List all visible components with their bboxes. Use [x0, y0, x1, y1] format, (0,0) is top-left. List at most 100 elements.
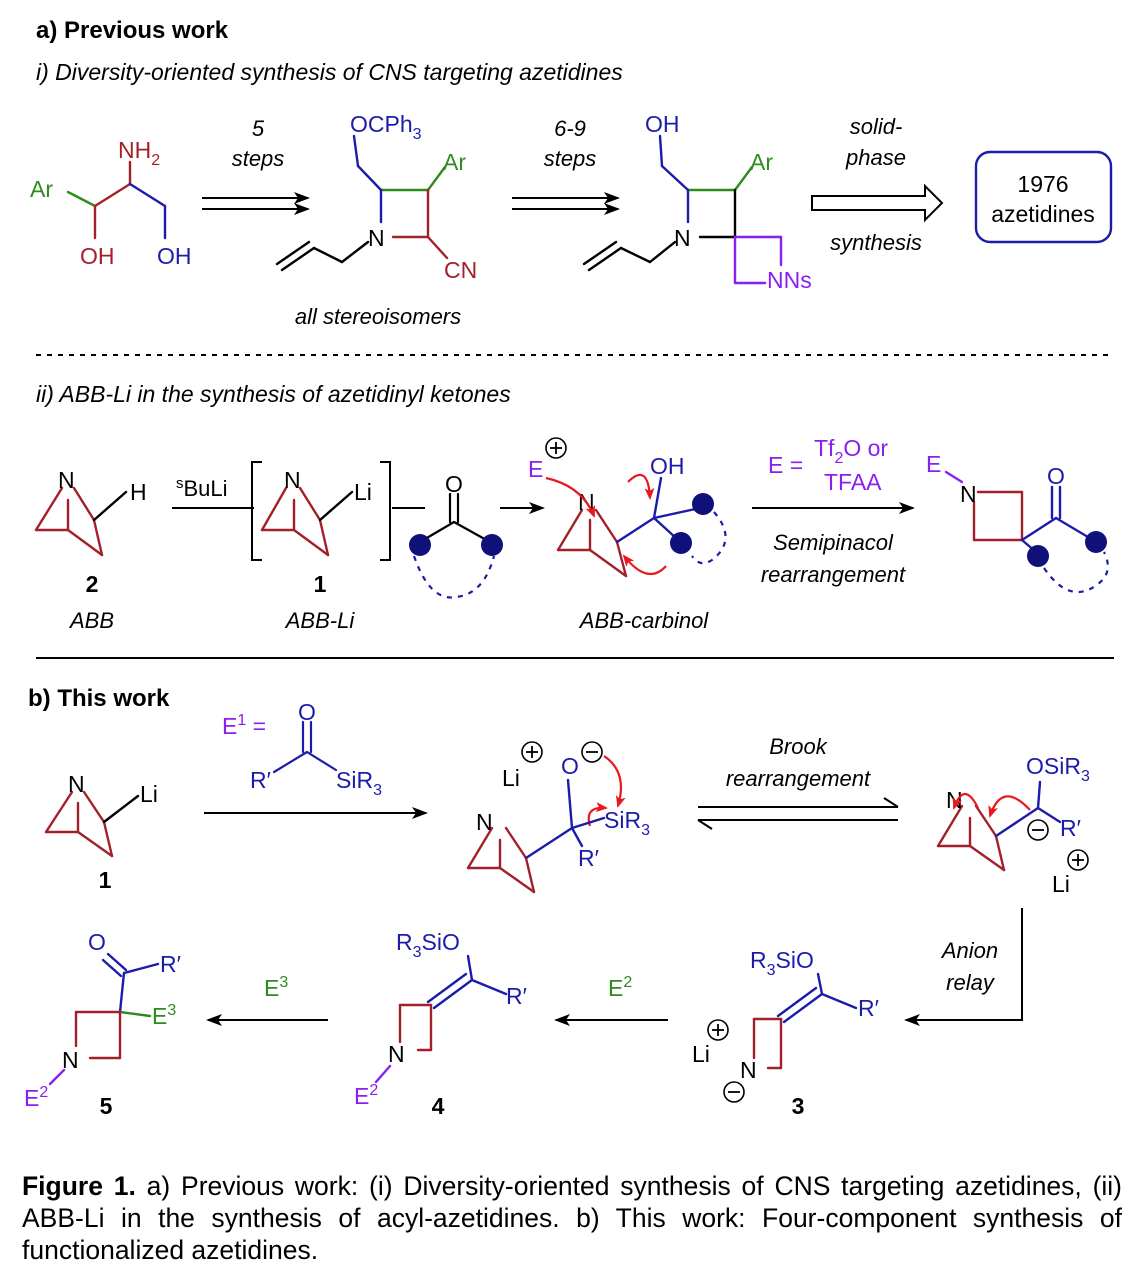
figure-scheme: a) Previous work i) Diversity-oriented s… [24, 17, 1114, 1119]
compound-3-number: 3 [792, 1093, 805, 1119]
abbli-li-label: Li [354, 479, 372, 505]
substituent-dot [1027, 545, 1049, 567]
panel-a-subheading-i: i) Diversity-oriented synthesis of CNS t… [36, 59, 623, 85]
arrow3-top-label-1: solid- [850, 114, 903, 139]
alkoxide-o-label: O [561, 753, 579, 779]
curved-arrow-red [988, 795, 1031, 818]
substituent-dot [670, 532, 692, 554]
ring-dashes [1043, 551, 1109, 594]
arrow-5-steps [202, 192, 310, 215]
c5-o-label: O [88, 929, 106, 955]
alkoxide-n-label: N [476, 809, 493, 835]
int1-n-label: N [368, 225, 385, 251]
b-abbli-n-label: N [68, 771, 85, 797]
alkoxide-r-label: R′ [578, 845, 599, 871]
compound-3-structure [752, 972, 858, 1070]
abb-structure [34, 486, 128, 557]
caption-text: a) Previous work: (i) Diversity-oriented… [22, 1171, 1122, 1265]
ketone-o-label: O [445, 471, 463, 497]
anion-relay-label-1: Anion [940, 938, 998, 963]
result-box [974, 150, 1113, 244]
substituent-dot [692, 493, 714, 515]
compound-2-number: 2 [86, 571, 99, 597]
product-e-label: E [926, 451, 941, 477]
arrow3-bottom-label: synthesis [830, 230, 922, 255]
abbli-n-label: N [284, 467, 301, 493]
arrow3-top-label-2: phase [845, 145, 906, 170]
curved-arrow-red [622, 554, 667, 576]
abb-h-label: H [130, 479, 147, 505]
tf2o-label: Tf2O or [814, 435, 888, 467]
all-stereoisomers-label: all stereoisomers [295, 304, 461, 329]
acylsilane-r-label: R′ [250, 767, 271, 793]
c3-li-label: Li [692, 1041, 710, 1067]
substituent-dot [409, 534, 431, 556]
nh2-label: NH2 [118, 137, 160, 169]
minus-charge-icon [581, 741, 603, 763]
compound-4-structure [374, 954, 508, 1084]
b-compound-1-number: 1 [99, 867, 112, 893]
azetidine-intermediate-1 [275, 134, 449, 272]
compound-5-structure [48, 952, 160, 1086]
carbanion-r-label: R′ [1060, 815, 1081, 841]
ocph3-label: OCPh3 [350, 111, 422, 143]
plus-charge-icon [1067, 849, 1089, 871]
plus-charge-icon [707, 1019, 729, 1041]
sbuli-label: sBuLi [176, 475, 228, 501]
alkoxide-sir3-label: SiR3 [604, 807, 650, 839]
arrow2-top-label: 6-9 [554, 116, 586, 141]
carbanion-osir3-label: OSiR3 [1026, 753, 1090, 785]
e-equals-label: E = [768, 452, 803, 478]
abb-carbinol-structure [556, 476, 702, 578]
arrow2-bottom-label: steps [544, 146, 597, 171]
int2-n-label: N [674, 225, 691, 251]
alkoxide-li-label: Li [502, 765, 520, 791]
acylsilane-structure [272, 720, 338, 774]
arrow1-top-label: 5 [252, 116, 265, 141]
abb-n-label: N [58, 467, 75, 493]
curved-arrow-red [545, 476, 596, 518]
substituent-dot [1085, 531, 1107, 553]
b-abbli-li-label: Li [140, 781, 158, 807]
minus-charge-icon [1027, 819, 1049, 841]
compound-1-number: 1 [314, 571, 327, 597]
result-label: azetidines [991, 201, 1095, 227]
oh-label-blue: OH [157, 243, 192, 269]
panel-a-subheading-ii: ii) ABB-Li in the synthesis of azetidiny… [36, 381, 511, 407]
e1-label: E1 = [222, 712, 266, 739]
compound-4-number: 4 [432, 1093, 445, 1119]
brook-label-2: rearrangement [726, 766, 871, 791]
c5-n-label: N [62, 1047, 79, 1073]
substituent-dot [481, 534, 503, 556]
e2-arrow-label: E2 [608, 974, 632, 1001]
compound-2-name: ABB [68, 608, 114, 633]
anion-relay-label-2: relay [946, 970, 996, 995]
brook-label-1: Brook [769, 734, 827, 759]
nns-label: NNs [767, 267, 812, 293]
bracket-left [251, 461, 262, 561]
product-o-label: O [1047, 463, 1065, 489]
cn-label: CN [444, 257, 477, 283]
minus-charge-icon [723, 1081, 745, 1103]
int1-ar-label: Ar [443, 149, 466, 175]
rearrangement-label: rearrangement [761, 562, 906, 587]
ring-dashes [691, 511, 727, 565]
spiro-azetidine-intermediate [582, 134, 783, 285]
abb-carbinol-name: ABB-carbinol [578, 608, 710, 633]
anion-relay-arrow [904, 908, 1023, 1026]
curved-arrow-red [952, 792, 979, 810]
abb-li-structure-b [44, 790, 140, 858]
c4-e2-label: E2 [354, 1082, 378, 1109]
solid-phase-arrow [811, 183, 944, 223]
bracket-right [380, 461, 391, 561]
c3-r-label: R′ [858, 995, 879, 1021]
panel-a-heading: a) Previous work [36, 17, 229, 44]
c3-n-label: N [740, 1057, 757, 1083]
c5-e3-label: E3 [152, 1002, 176, 1029]
arrow-6-9-steps [512, 192, 620, 215]
ketone-structure [418, 492, 492, 544]
plus-charge-icon [545, 437, 567, 459]
carbinol-oh-label: OH [650, 453, 685, 479]
c4-n-label: N [388, 1041, 405, 1067]
brook-equilibrium-arrow [697, 797, 899, 830]
